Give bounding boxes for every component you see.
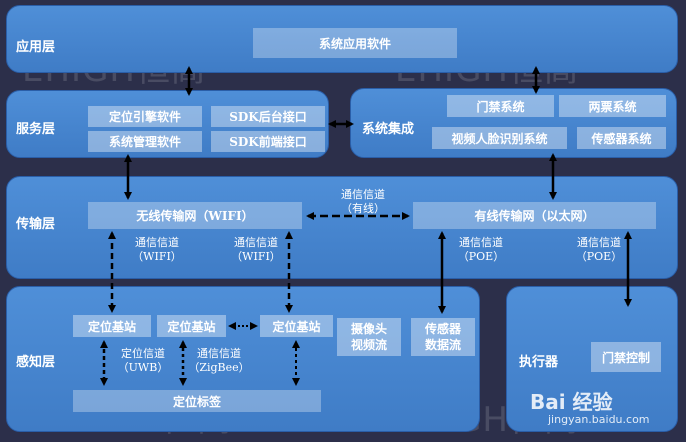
system-integration-panel	[350, 88, 677, 158]
baidu-logo: Bai 经验	[530, 390, 613, 414]
channel-uwb-name: 定位信道	[121, 347, 165, 360]
sensor-system-box: 传感器系统	[577, 127, 666, 149]
channel-wired-label: 通信信道 （有线）	[330, 188, 396, 216]
sensor-stream-line-1: 传感器	[424, 322, 461, 336]
channel-poe-2-label: 通信信道 （POE）	[566, 236, 632, 264]
channel-poe-1-name: 通信信道	[459, 236, 503, 249]
channel-poe-2-type: （POE）	[575, 250, 623, 263]
sensor-stream-box: 传感器 数据流	[411, 318, 475, 356]
application-layer-label: 应用层	[16, 40, 56, 55]
base-station-1-box: 定位基站	[73, 315, 151, 337]
camera-stream-line-2: 视频流	[350, 338, 387, 352]
base-station-2-box: 定位基站	[157, 315, 226, 337]
channel-wifi-1-type: （WIFI）	[132, 250, 182, 263]
channel-wifi-1-label: 通信信道 （WIFI）	[124, 236, 190, 264]
sdk-backend-box: SDK后台接口	[211, 106, 325, 127]
transport-layer	[6, 176, 678, 279]
channel-poe-2-name: 通信信道	[577, 236, 621, 249]
channel-zigbee-name: 通信信道	[197, 347, 241, 360]
channel-wifi-2-label: 通信信道 （WIFI）	[223, 236, 289, 264]
channel-wifi-1-name: 通信信道	[135, 236, 179, 249]
channel-poe-1-type: （POE）	[457, 250, 505, 263]
executor-panel	[506, 286, 678, 432]
positioning-tag-box: 定位标签	[73, 390, 321, 412]
system-management-box: 系统管理软件	[88, 131, 202, 152]
channel-uwb-type: （UWB）	[117, 361, 169, 374]
channel-wifi-2-name: 通信信道	[234, 236, 278, 249]
service-layer	[6, 90, 329, 158]
baidu-url: jingyan.baidu.com	[548, 413, 650, 426]
channel-uwb-label: 定位信道 （UWB）	[110, 347, 176, 375]
system-integration-label: 系统集成	[362, 122, 415, 137]
channel-zigbee-label: 通信信道 （ZigBee）	[186, 347, 252, 375]
channel-wired-type: （有线）	[341, 202, 385, 215]
channel-wifi-2-type: （WIFI）	[231, 250, 281, 263]
application-layer	[6, 5, 678, 73]
sensing-layer	[6, 286, 480, 432]
channel-zigbee-type: （ZigBee）	[188, 361, 250, 374]
camera-stream-line-1: 摄像头	[350, 322, 387, 336]
sensor-stream-line-2: 数据流	[424, 338, 461, 352]
sensing-layer-label: 感知层	[16, 355, 56, 370]
access-control-system-box: 门禁系统	[447, 95, 554, 117]
wired-network-box: 有线传输网（以太网）	[413, 202, 656, 229]
two-ticket-system-box: 两票系统	[559, 95, 666, 117]
positioning-engine-box: 定位引擎软件	[88, 106, 202, 127]
channel-wired-name: 通信信道	[341, 188, 385, 201]
app-software-box: 系统应用软件	[253, 28, 457, 58]
face-recognition-system-box: 视频人脸识别系统	[432, 127, 567, 149]
camera-stream-box: 摄像头 视频流	[337, 318, 401, 356]
access-control-box: 门禁控制	[591, 342, 661, 372]
channel-poe-1-label: 通信信道 （POE）	[448, 236, 514, 264]
base-station-3-box: 定位基站	[260, 315, 333, 337]
service-layer-label: 服务层	[16, 122, 56, 137]
wireless-network-box: 无线传输网（WIFI）	[88, 202, 302, 229]
executor-label: 执行器	[519, 355, 559, 370]
transport-layer-label: 传输层	[16, 217, 56, 232]
sdk-frontend-box: SDK前端接口	[211, 131, 325, 152]
